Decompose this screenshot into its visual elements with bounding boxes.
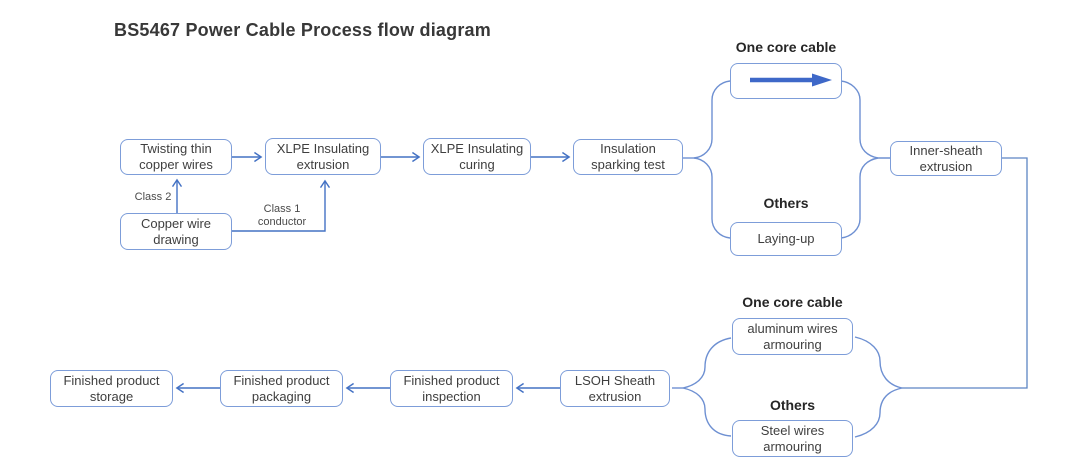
- node-twisting: Twisting thin copper wires: [120, 139, 232, 175]
- brace-merge-into-lsoh: [672, 337, 732, 437]
- node-storage: Finished product storage: [50, 370, 173, 407]
- node-one-core-pass-through: [730, 63, 842, 99]
- node-packaging: Finished product packaging: [220, 370, 343, 407]
- branch-label-others-bottom: Others: [769, 397, 816, 413]
- node-laying-up: Laying-up: [730, 222, 842, 256]
- brace-split-after-sparking: [683, 80, 731, 239]
- node-copper-drawing: Copper wire drawing: [120, 213, 232, 250]
- node-aluminum-armouring: aluminum wires armouring: [732, 318, 853, 355]
- brace-merge-into-inner-sheath: [840, 80, 890, 239]
- branch-label-one-core-cable-bottom: One core cable: [742, 294, 843, 310]
- edge-label-class2: Class 2: [134, 191, 172, 203]
- node-xlpe-curing: XLPE Insulating curing: [423, 138, 531, 175]
- branch-label-others-top: Others: [763, 195, 809, 211]
- right-arrow-icon: [750, 73, 832, 87]
- brace-split-into-armouring: [854, 336, 903, 438]
- diagram-title: BS5467 Power Cable Process flow diagram: [114, 20, 491, 40]
- node-sparking-test: Insulation sparking test: [573, 139, 683, 175]
- node-xlpe-extrusion: XLPE Insulating extrusion: [265, 138, 381, 175]
- node-inner-sheath: Inner-sheath extrusion: [890, 141, 1002, 176]
- node-inspection: Finished product inspection: [390, 370, 513, 407]
- edge-label-class1-conductor: Class 1 conductor: [257, 203, 307, 228]
- edge-inner-sheath-to-armouring-stage: [902, 157, 1028, 389]
- node-lsoh-extrusion: LSOH Sheath extrusion: [560, 370, 670, 407]
- edge-class1-drawing-to-extrusion: [232, 179, 331, 232]
- node-steel-armouring: Steel wires armouring: [732, 420, 853, 457]
- branch-label-one-core-cable-top: One core cable: [735, 39, 837, 55]
